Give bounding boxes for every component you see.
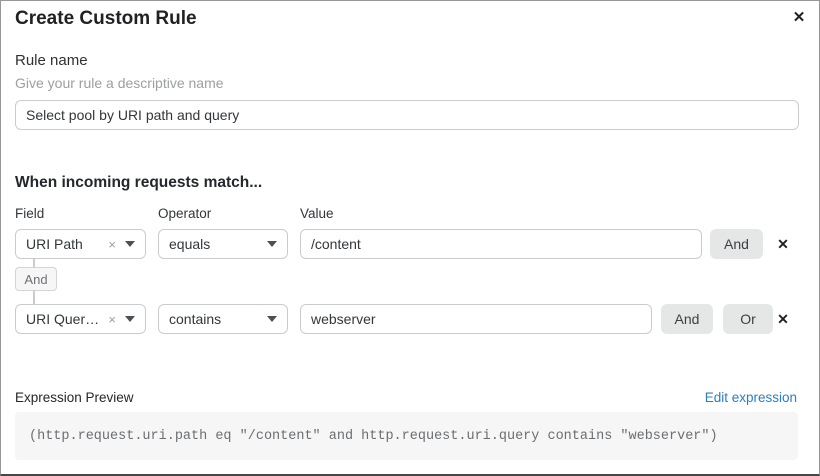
expression-code-block: (http.request.uri.path eq "/content" and… — [15, 412, 798, 460]
value-input[interactable] — [300, 304, 652, 334]
field-select-value: URI Path — [26, 236, 83, 252]
value-input[interactable] — [300, 229, 702, 259]
connector-line — [33, 291, 35, 304]
field-select[interactable]: URI Query St... × — [15, 304, 146, 334]
and-button[interactable]: And — [661, 304, 713, 334]
remove-condition-icon[interactable]: ✕ — [777, 235, 789, 252]
clear-icon[interactable]: × — [108, 311, 116, 327]
connector-line — [33, 259, 35, 267]
remove-condition-icon[interactable]: ✕ — [777, 310, 789, 327]
column-label-value: Value — [300, 206, 334, 221]
clear-icon[interactable]: × — [108, 236, 116, 252]
chevron-down-icon — [267, 316, 277, 322]
operator-select-value: contains — [169, 311, 222, 327]
field-select-value: URI Query St... — [26, 311, 102, 327]
rule-name-input[interactable] — [15, 100, 799, 130]
expression-preview-label: Expression Preview — [15, 390, 134, 405]
rule-name-label: Rule name — [15, 52, 88, 69]
rule-name-hint: Give your rule a descriptive name — [15, 75, 224, 91]
operator-select[interactable]: equals — [158, 229, 288, 259]
and-connector-badge: And — [15, 267, 57, 291]
chevron-down-icon — [267, 241, 277, 247]
close-icon[interactable]: ✕ — [792, 9, 806, 26]
and-button[interactable]: And — [710, 229, 763, 259]
chevron-down-icon — [125, 316, 135, 322]
operator-select[interactable]: contains — [158, 304, 288, 334]
column-label-field: Field — [15, 206, 45, 221]
operator-select-value: equals — [169, 236, 211, 252]
edit-expression-link[interactable]: Edit expression — [704, 390, 797, 405]
match-heading: When incoming requests match... — [15, 174, 263, 191]
expression-code: (http.request.uri.path eq "/content" and… — [29, 428, 718, 444]
chevron-down-icon — [125, 241, 135, 247]
or-button[interactable]: Or — [723, 304, 773, 334]
column-label-operator: Operator — [158, 206, 212, 221]
dialog-title: Create Custom Rule — [15, 8, 197, 29]
field-select[interactable]: URI Path × — [15, 229, 146, 259]
